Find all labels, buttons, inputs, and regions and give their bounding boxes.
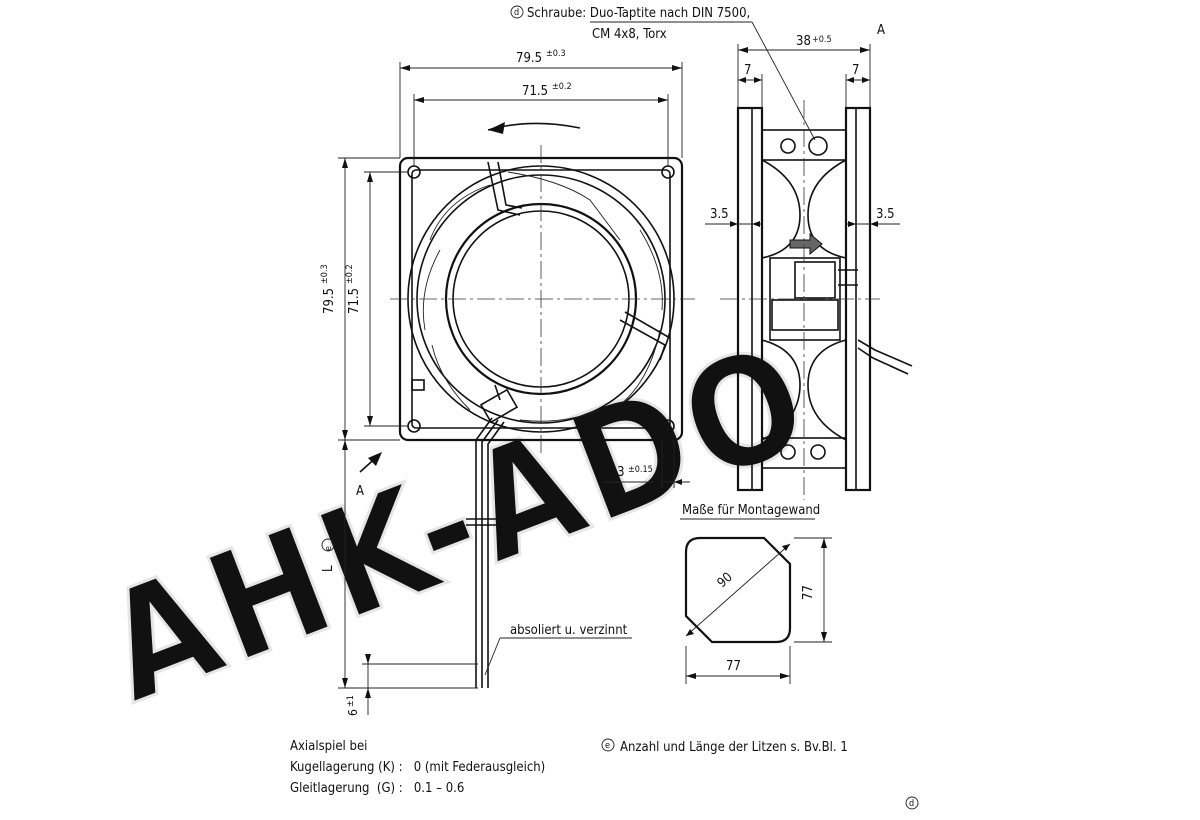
airflow-arrow-icon [789,232,823,256]
strip-length: 6 [346,709,360,716]
dim-hole-dia: 4.3 [606,465,625,480]
side-dimensions: A 38 +0.5 7 7 3.5 3.5 4.3 ±0.15 d Schrau… [510,5,900,488]
dim-depth-tol: +0.5 [812,35,832,45]
hole-bottom-right [661,419,675,433]
front-dimensions: 79.5 ±0.3 71.5 ±0.2 79.5 ±0.3 71.5 ±0.2 … [320,49,683,716]
dim-hole-height-tol: ±0.2 [345,264,355,284]
rotation-arrow-head [488,122,505,134]
hole-top-right [661,165,675,179]
dim-overall-height-tol: ±0.3 [320,264,330,284]
view-arrow-label: A [356,484,364,499]
lead-wires [466,417,505,688]
dim-hole-width: 71.5 [522,84,548,99]
dim-hole-dia-tol: ±0.15 [628,465,653,475]
cutout-width: 77 [726,659,741,674]
cutout-height: 77 [801,585,816,600]
dim-overall-width: 79.5 [516,51,542,66]
corner-marker: d [905,796,919,810]
dim-overall-width-tol: ±0.3 [546,49,566,59]
dim-hole-height: 71.5 [347,288,362,314]
watermark-text: AHK-ADO [83,310,834,737]
lead-length-marker: e [324,546,334,551]
cable-clip [479,388,519,424]
strip-note: absoliert u. verzinnt [510,623,628,638]
frame-clip [411,379,425,391]
screw-note-marker: d [514,8,519,18]
dim-depth: 38 [796,34,811,49]
corner-marker-text: d [909,799,914,809]
dim-inset-left: 3.5 [710,207,729,222]
screw-bottom-left [780,444,796,460]
screw-note-line2: CM 4x8, Torx [592,27,667,42]
screw-top-right [808,136,828,156]
axial-play-notes: Axialspiel bei Kugellagerung (K) : 0 (mi… [290,739,545,796]
screw-top-left [780,138,796,154]
footnote-e-text: Anzahl und Länge der Litzen s. Bv.Bl. 1 [620,740,848,755]
footnote-e-marker: e [605,741,610,751]
side-view [720,100,913,500]
motor-connector [794,261,836,299]
axial-play-row-sleeve: Gleitlagerung (G) : 0.1 – 0.6 [290,781,464,796]
screw-bottom-right [810,444,826,460]
axial-play-heading: Axialspiel bei [290,739,367,754]
hole-top-left [407,165,421,179]
strip-length-tol: ±1 [346,695,356,707]
front-view [390,122,695,688]
footnote-e: e Anzahl und Länge der Litzen s. Bv.Bl. … [601,738,848,755]
cutout-diagonal: 90 [715,570,736,591]
section-view-label: A [877,23,885,38]
hole-bottom-left [407,419,421,433]
lead-length-label: L [321,565,336,572]
struts [487,161,671,401]
dim-flange-left: 7 [744,63,751,78]
screw-note-line1: Schraube: Duo-Taptite nach DIN 7500, [527,6,750,21]
mounting-title: Maße für Montagewand [682,503,820,518]
mounting-cutout: Maße für Montagewand 90 77 77 [680,503,832,684]
watermark: AHK-ADO [82,308,836,738]
cutout-outline [684,536,792,644]
dim-flange-right: 7 [852,63,859,78]
axial-play-row-ball: Kugellagerung (K) : 0 (mit Federausgleic… [290,760,545,775]
dim-hole-width-tol: ±0.2 [552,82,572,92]
fan-blades [422,171,663,422]
side-bottom-bridge [761,437,847,469]
dim-inset-right: 3.5 [876,207,895,222]
dim-overall-height: 79.5 [322,288,337,314]
